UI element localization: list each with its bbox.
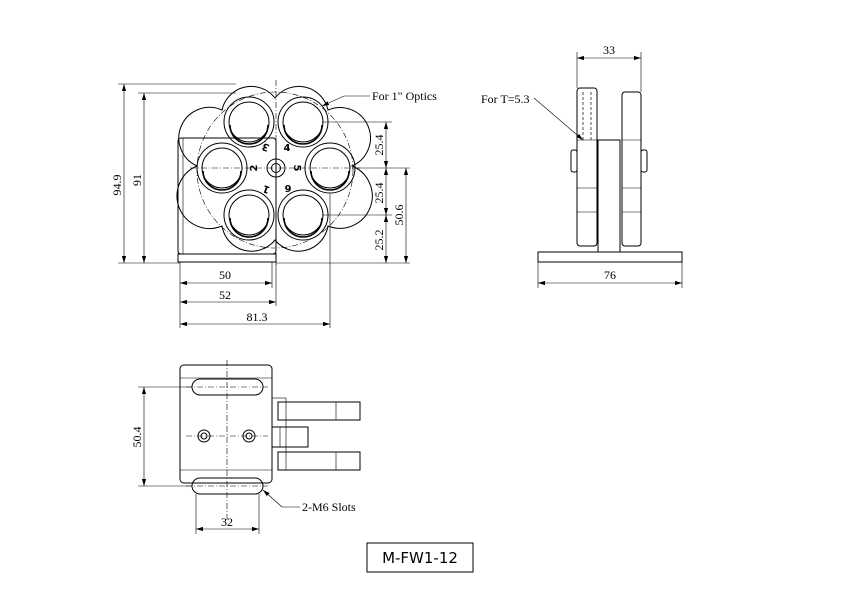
dim-50: 50 [219, 268, 231, 282]
position-number-1: 1 [261, 182, 271, 195]
position-number-2: 2 [249, 164, 260, 171]
position-number-3: 3 [261, 140, 271, 153]
dim-32: 32 [221, 515, 233, 529]
dim-94-9: 94.9 [110, 175, 124, 196]
filter-wheel [176, 85, 373, 252]
optic-holder-b [277, 96, 329, 148]
optic-holder-f [277, 189, 329, 241]
optic-holder-a [223, 96, 275, 148]
dim-50-6: 50.6 [392, 205, 406, 226]
part-number: M-FW1-12 [382, 549, 458, 567]
side-wheel-left [576, 87, 598, 247]
top-disk-lower [277, 451, 361, 471]
side-view: 33 76 For T=5.3 [481, 43, 683, 288]
dim-50-4: 50.4 [130, 427, 144, 448]
base-foot [177, 253, 277, 263]
position-number-5: 5 [291, 165, 302, 172]
side-wheel-right [621, 91, 642, 247]
note-for-t-5-3: For T=5.3 [481, 92, 530, 106]
dim-76: 76 [604, 268, 616, 282]
dim-81-3: 81.3 [247, 310, 268, 324]
dim-25-2: 25.2 [372, 230, 386, 251]
front-view: 1 2 3 4 5 6 For 1" Optics 94.9 91 25.4 2… [110, 80, 437, 328]
position-number-4: 4 [284, 143, 291, 154]
dim-33: 33 [603, 43, 615, 57]
top-plate [179, 364, 273, 484]
top-disk-upper [277, 401, 361, 421]
top-view: 50.4 32 2-M6 Slots [130, 360, 361, 534]
side-knob-right [640, 149, 648, 173]
dim-25-4-upper: 25.4 [372, 135, 386, 156]
dim-91: 91 [130, 174, 144, 186]
dim-25-4-lower: 25.4 [372, 183, 386, 204]
wheel-outline [196, 91, 354, 249]
top-shaft [271, 426, 309, 448]
part-number-box: M-FW1-12 [366, 542, 474, 573]
side-knob-left [570, 149, 578, 173]
dim-52: 52 [219, 288, 231, 302]
note-for-1in-optics: For 1" Optics [372, 89, 437, 103]
side-bracket [597, 139, 621, 253]
side-base [537, 251, 683, 263]
note-m6-slots: 2-M6 Slots [302, 500, 356, 514]
optic-holder-e [223, 189, 275, 241]
position-number-6: 6 [284, 182, 291, 193]
